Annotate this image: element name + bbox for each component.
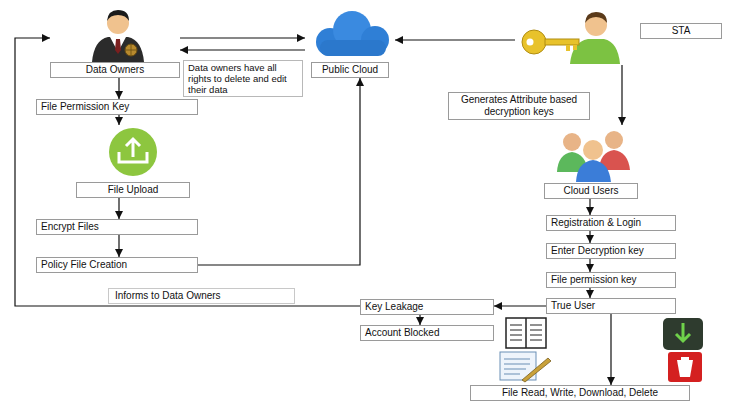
process-box: Account Blocked — [360, 325, 494, 341]
connector-arrow — [180, 37, 305, 38]
connector-arrow — [118, 115, 119, 125]
node-text: True User — [551, 300, 671, 312]
connector-arrow — [621, 65, 622, 125]
node-text: Account Blocked — [365, 327, 489, 339]
read-icon — [506, 318, 546, 348]
connector-arrow — [118, 198, 119, 219]
process-box: Key Leakage — [360, 299, 494, 315]
node-text: Policy File Creation — [41, 259, 193, 271]
owner-icon — [92, 10, 144, 62]
process-box: True User — [546, 298, 676, 314]
node-text: Public Cloud — [316, 64, 384, 76]
connector-arrow — [419, 315, 420, 325]
process-box: File Permission Key — [36, 99, 198, 115]
connector-arrow — [15, 38, 360, 306]
node-label-box: Public Cloud — [311, 62, 389, 78]
node-text: Registration & Login — [551, 217, 671, 229]
node-text: Encrypt Files — [41, 221, 193, 233]
node-text: Data owners have all rights to delete an… — [188, 62, 298, 95]
connector-arrow — [589, 259, 590, 272]
connector-arrow — [494, 305, 546, 306]
connector-arrow — [589, 231, 590, 243]
connector-arrow — [118, 78, 119, 99]
icon-node: Data Owners — [50, 2, 180, 78]
download-icon — [663, 318, 703, 350]
node-text: Key Leakage — [365, 301, 489, 313]
icon-node: STA — [515, 8, 725, 65]
connector-arrow — [180, 49, 305, 50]
node-text: File Permission Key — [41, 101, 193, 113]
node-label-box: STA — [640, 23, 722, 39]
node-text: Data Owners — [55, 64, 175, 76]
delete-icon — [668, 352, 702, 382]
process-box: Generates Attribute based decryption key… — [448, 92, 590, 120]
write-icon — [500, 352, 551, 382]
node-text: Cloud Users — [549, 185, 633, 197]
process-box: Encrypt Files — [36, 219, 198, 235]
node-text: STA — [645, 25, 717, 37]
connector-arrow — [118, 235, 119, 257]
node-text: File Read, Write, Download, Delete — [475, 387, 685, 399]
process-box: File Read, Write, Download, Delete — [470, 385, 690, 401]
users-icon — [557, 131, 630, 182]
node-text: File permission key — [551, 274, 671, 286]
process-box: Registration & Login — [546, 215, 676, 231]
cloud-icon — [316, 11, 389, 56]
connector-arrow — [610, 314, 611, 385]
process-box: Enter Decryption key — [546, 243, 676, 259]
note-box: Data owners have all rights to delete an… — [183, 60, 303, 97]
process-box: File permission key — [546, 272, 676, 288]
edge-label: Informs to Data Owners — [108, 288, 295, 304]
node-label-box: Data Owners — [50, 62, 180, 78]
connector-arrow — [589, 199, 590, 215]
process-box: Policy File Creation — [36, 257, 198, 273]
icon-node: Public Cloud — [305, 5, 395, 78]
node-text: Generates Attribute based decryption key… — [453, 94, 585, 118]
connector-arrow — [395, 39, 515, 40]
connector-arrow — [198, 78, 360, 265]
sta-icon — [522, 12, 620, 64]
node-label-box: File Upload — [76, 182, 190, 198]
icon-node: File Upload — [76, 125, 190, 198]
connector-arrow — [589, 288, 590, 298]
upload-icon — [109, 128, 157, 176]
node-text: Enter Decryption key — [551, 245, 671, 257]
node-text: File Upload — [81, 184, 185, 196]
node-label-box: Cloud Users — [544, 183, 638, 199]
icon-node: Cloud Users — [544, 125, 638, 199]
